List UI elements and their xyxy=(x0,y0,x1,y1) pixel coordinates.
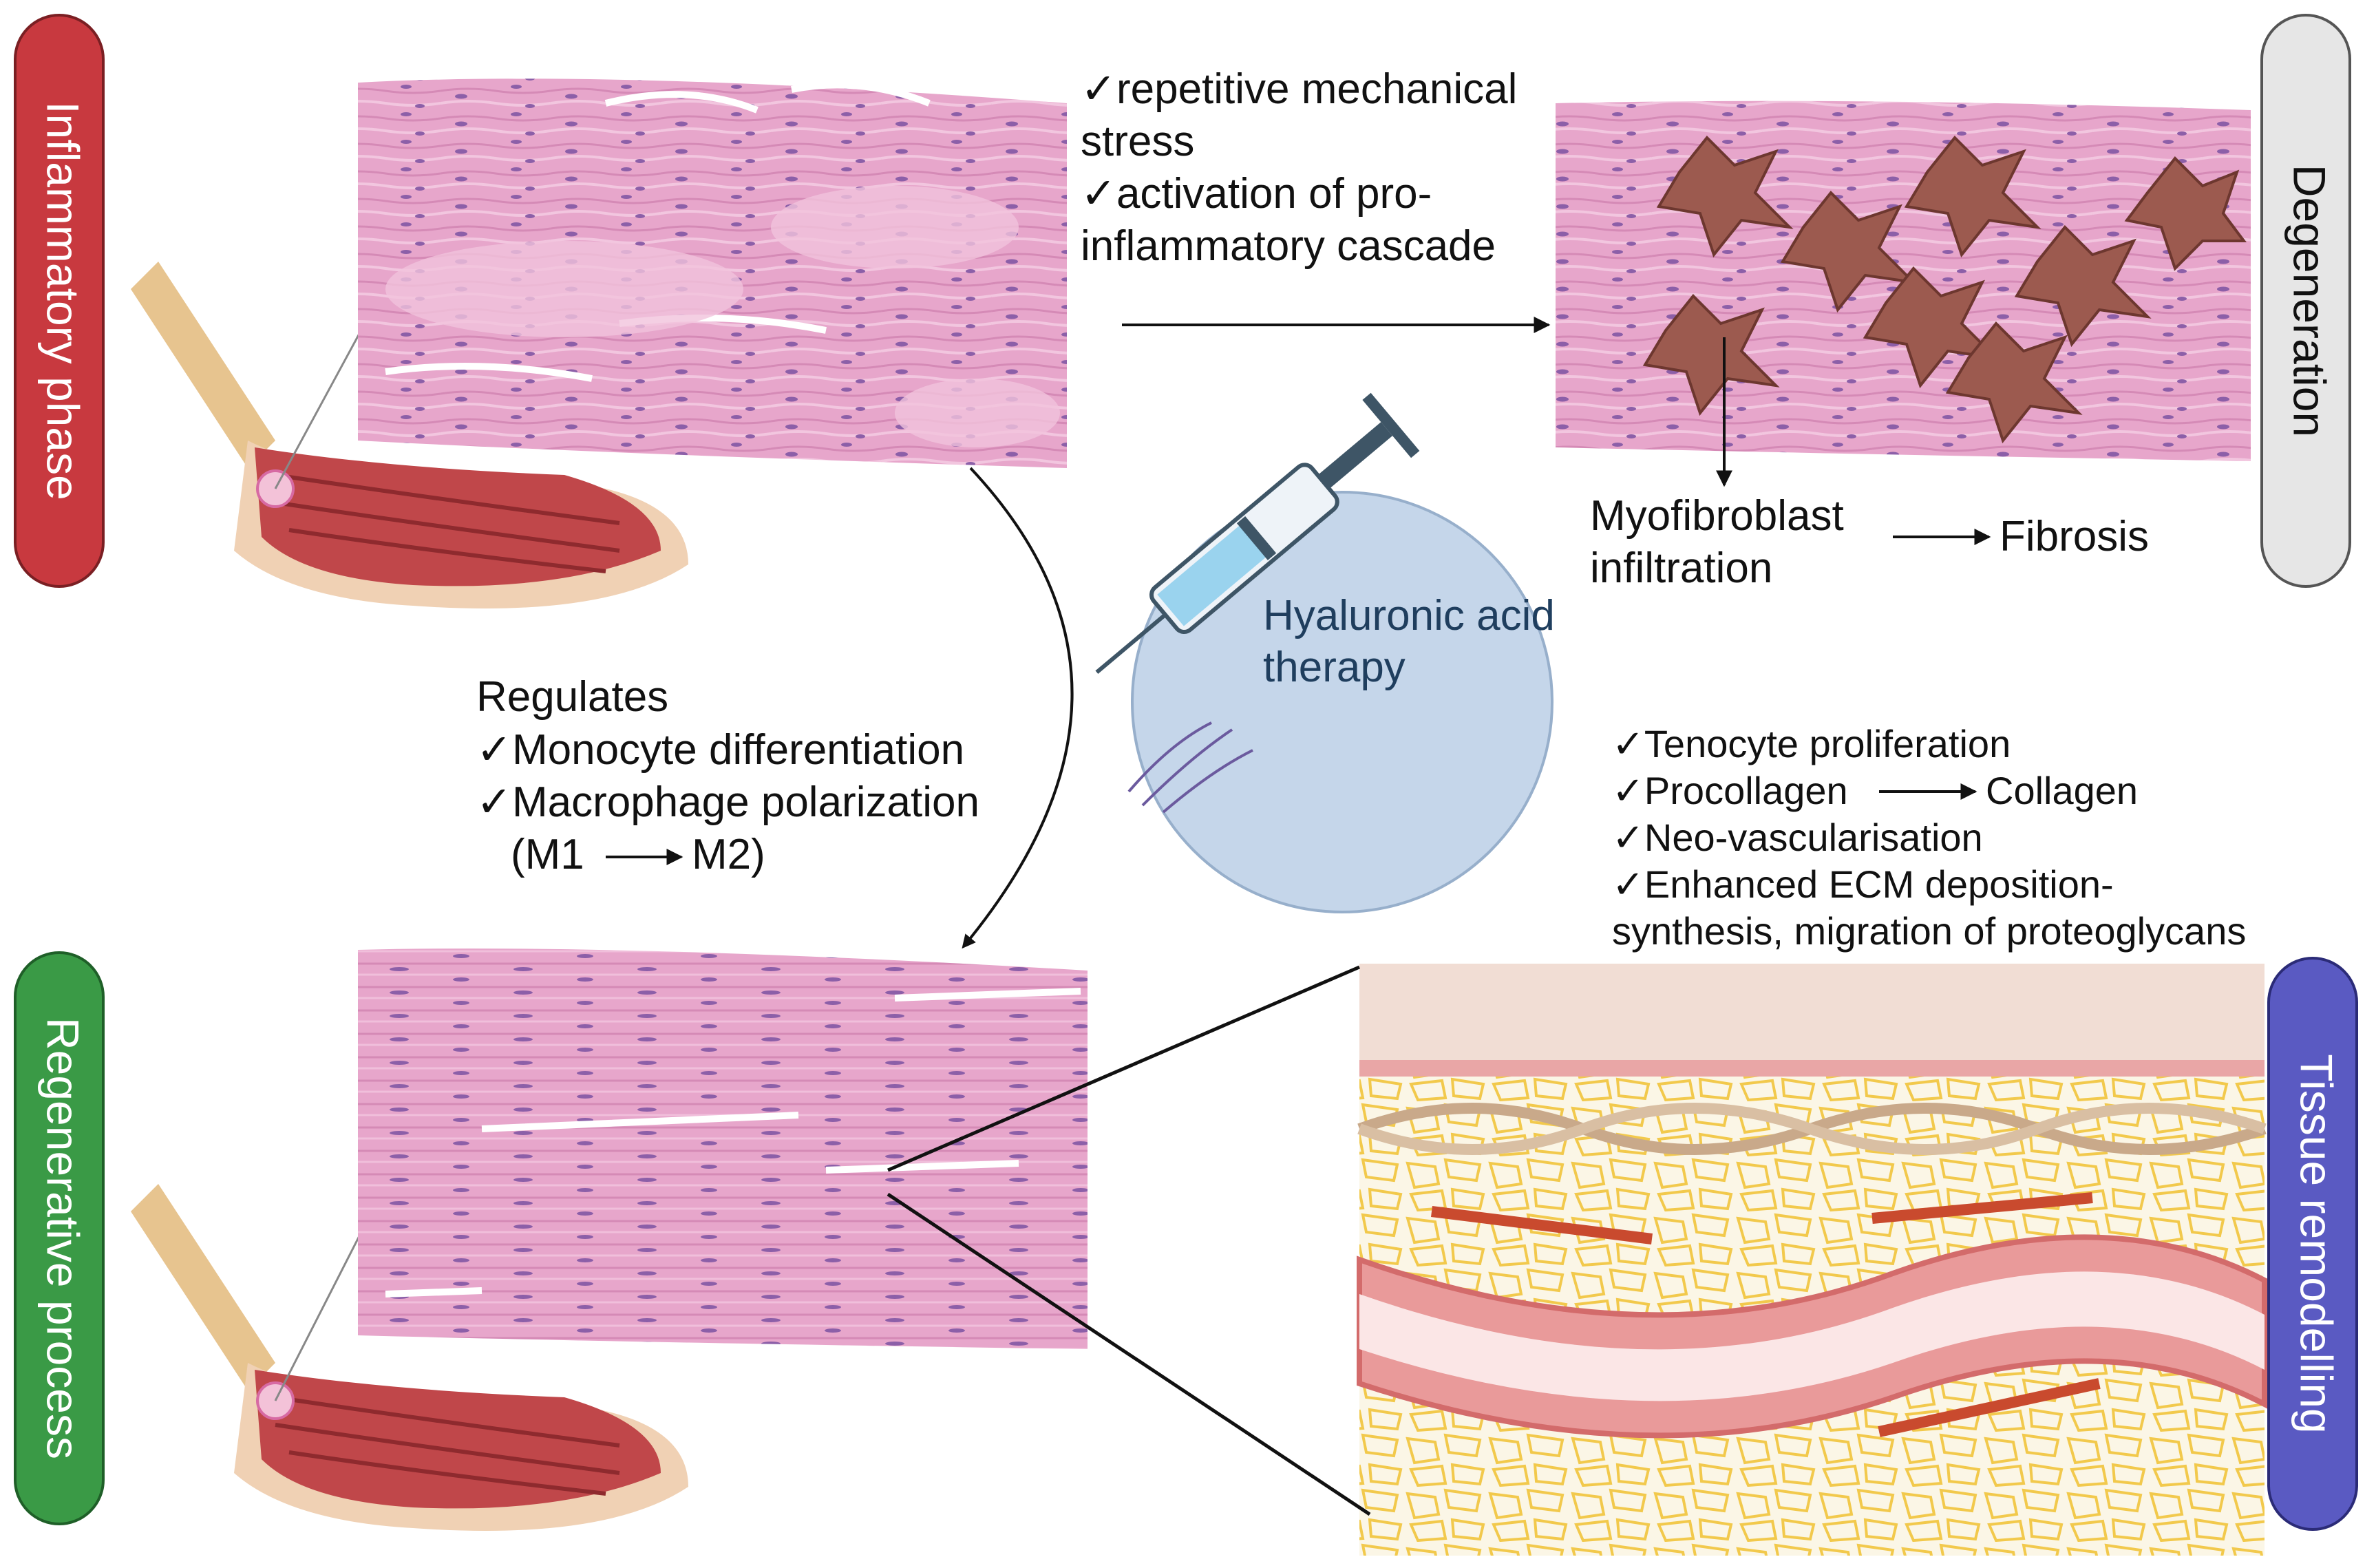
therapy-label: Hyaluronic acid therapy xyxy=(1263,592,1555,691)
zoom-line-lower xyxy=(887,1192,1371,1516)
degenerated-tendon-tissue xyxy=(1556,100,2251,461)
effect-4-line-1: ✓Enhanced ECM deposition- xyxy=(1612,862,2114,906)
m2-label: M2) xyxy=(692,831,765,878)
degeneration-pill: Degeneration xyxy=(2260,14,2351,588)
effect-2-procollagen: ✓Procollagen xyxy=(1612,769,1848,812)
inflammatory-phase-pill: Inflammatory phase xyxy=(14,14,105,588)
cause-1-line-2: stress xyxy=(1081,118,1194,165)
myofibroblast-line-1: Myofibroblast xyxy=(1590,492,1844,540)
regenerative-process-pill: Regenerative process xyxy=(14,951,105,1525)
regenerative-process-label: Regenerative process xyxy=(38,1017,89,1459)
degeneration-label: Degeneration xyxy=(2284,165,2335,437)
regeneration-curved-arrow xyxy=(962,467,1074,949)
zoom-line-upper xyxy=(887,965,1360,1172)
regulates-list: Regulates ✓Monocyte differentiation ✓Mac… xyxy=(476,673,979,878)
hyaluronic-acid-therapy xyxy=(1095,392,1553,913)
cause-1-line-1: ✓repetitive mechanical xyxy=(1081,65,1517,113)
regulates-item-1: ✓Monocyte differentiation xyxy=(476,726,964,774)
fibrosis-label: Fibrosis xyxy=(2000,513,2149,560)
hyaluronic-acid-molecule-icon xyxy=(1127,721,1253,814)
regulates-heading: Regulates xyxy=(476,673,668,721)
m1-label: (M1 xyxy=(511,831,584,878)
myofibroblast-line-2: infiltration xyxy=(1590,544,1772,592)
myofibroblast-cells xyxy=(1642,136,2247,444)
inflammatory-phase-label: Inflammatory phase xyxy=(38,101,89,500)
inflamed-tendon-tissue xyxy=(358,78,1067,469)
therapy-line-2: therapy xyxy=(1263,644,1406,691)
remodelling-effects: ✓Tenocyte proliferation ✓Procollagen Col… xyxy=(1612,722,2246,953)
regulates-item-2: ✓Macrophage polarization xyxy=(476,778,979,826)
blood-vessel xyxy=(1357,1234,2267,1439)
cause-2-line-1: ✓activation of pro- xyxy=(1081,170,1432,218)
degeneration-outcomes: Myofibroblast infiltration Fibrosis xyxy=(1590,492,2149,592)
tenocyte-layer xyxy=(1359,964,2265,1077)
effect-2-collagen: Collagen xyxy=(1986,769,2138,812)
procollagen-bundles xyxy=(1431,1192,2101,1437)
effect-3: ✓Neo-vascularisation xyxy=(1612,816,1983,859)
tissue-remodelling-label: Tissue remodelling xyxy=(2291,1054,2342,1433)
effect-1: ✓Tenocyte proliferation xyxy=(1612,722,2011,765)
therapy-line-1: Hyaluronic acid xyxy=(1263,592,1555,639)
elbow-illustration-top xyxy=(131,262,688,608)
tissue-remodelling-detail xyxy=(1357,964,2267,1556)
elbow-illustration-bottom xyxy=(131,1184,688,1531)
tissue-remodelling-pill: Tissue remodelling xyxy=(2267,957,2358,1531)
causes-list: ✓repetitive mechanical stress ✓activatio… xyxy=(1081,65,1517,270)
syringe-icon xyxy=(1095,392,1420,674)
cause-2-line-2: inflammatory cascade xyxy=(1081,222,1496,270)
regenerated-tendon-tissue xyxy=(358,949,1088,1349)
effect-4-line-2: synthesis, migration of proteoglycans xyxy=(1612,909,2246,953)
